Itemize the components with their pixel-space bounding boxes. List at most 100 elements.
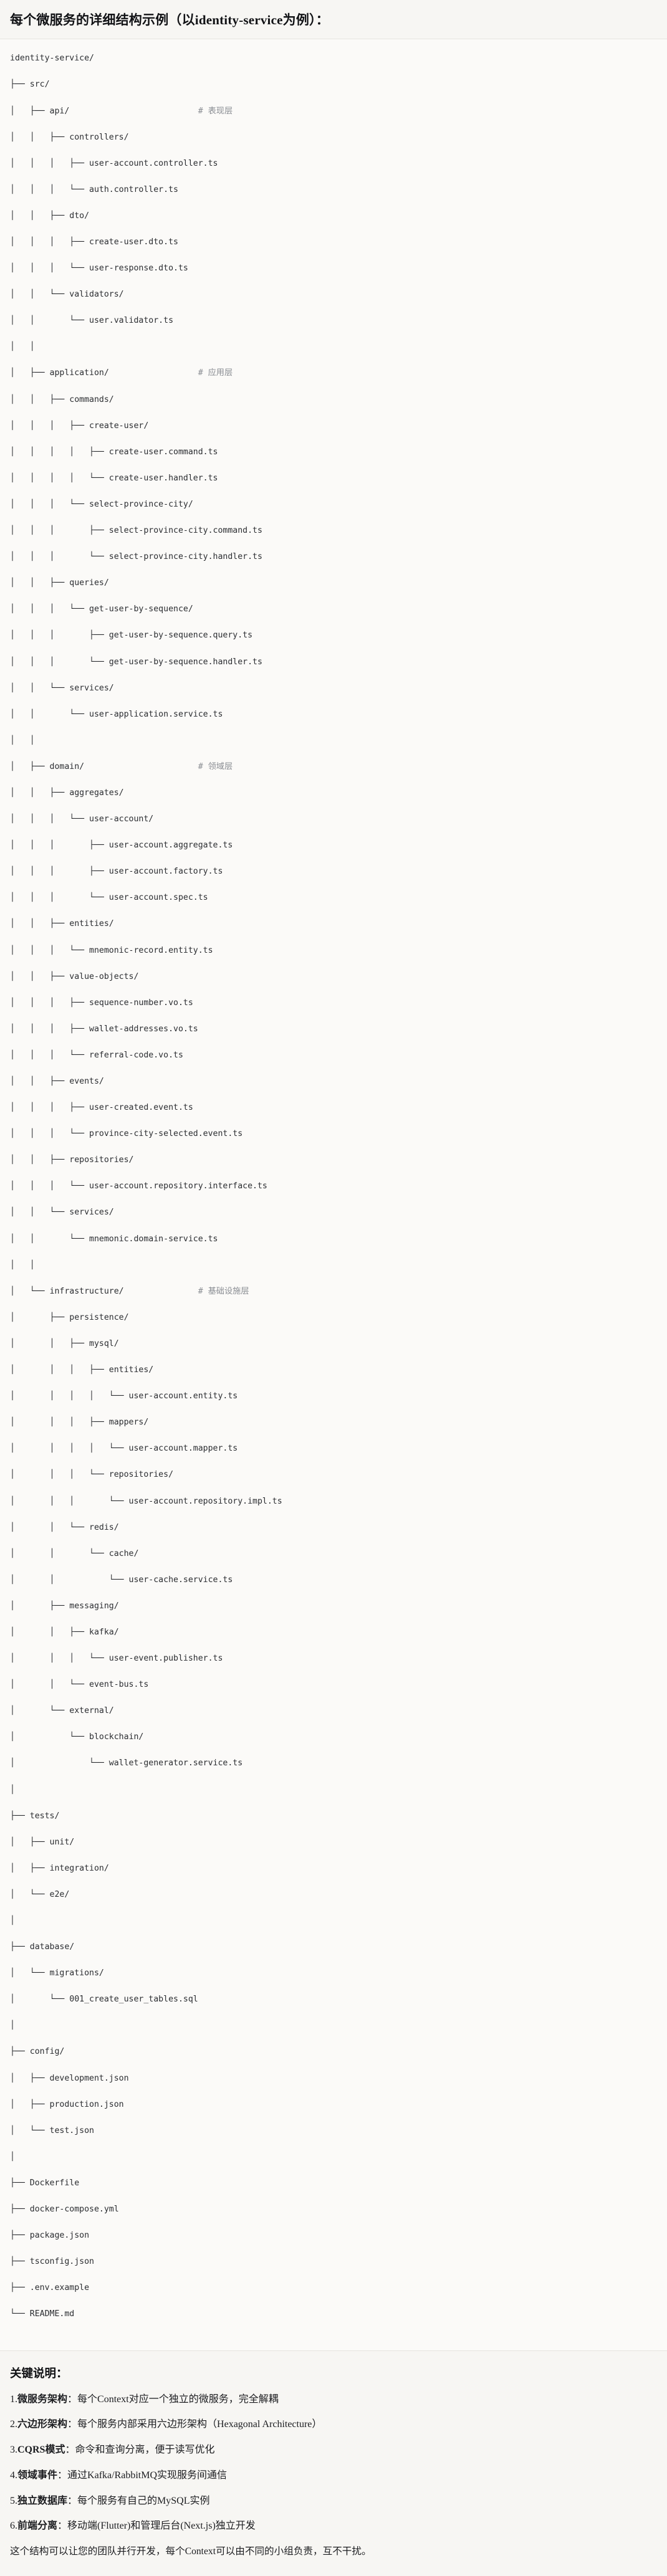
title-section: 每个微服务的详细结构示例（以identity-service为例）： [0,0,667,39]
tree-line: │ │ ├── entities/ [10,917,657,930]
tree-line-text: │ [10,1785,15,1795]
key-note-item: 5.独立数据库：每个服务有自己的MySQL实例 [10,2494,657,2509]
tree-line-text: │ │ ├── events/ [10,1077,104,1086]
key-note-term: 前端分离 [17,2521,57,2531]
tree-line: │ │ ├── commands/ [10,393,657,406]
tree-line-text: │ │ └── user.validator.ts [10,316,173,325]
tree-line-text: │ │ │ └── select-province-city.handler.t… [10,552,262,561]
tree-line: │ │ │ └── get-user-by-sequence/ [10,603,657,616]
tree-line-text: ├── config/ [10,2047,64,2056]
tree-line-text: ├── Dockerfile [10,2178,79,2188]
tree-line: │ │ │ ├── user-created.event.ts [10,1101,657,1114]
tree-line: │ │ │ └── user-account.repository.interf… [10,1180,657,1193]
key-note-term: 六边形架构 [17,2419,67,2430]
tree-line-text: │ │ │ ├── create-user.dto.ts [10,237,178,247]
tree-line: │ │ ├── kafka/ [10,1626,657,1639]
tree-line: │ │ └── user.validator.ts [10,314,657,327]
tree-line: │ │ │ ├── get-user-by-sequence.query.ts [10,629,657,642]
tree-line-text: │ ├── unit/ [10,1838,74,1847]
tree-line-text: │ │ [10,342,35,351]
tree-line: │ ├── application/ # 应用层 [10,366,657,379]
tree-line-text: │ │ [10,1261,35,1270]
tree-line: │ ├── production.json [10,2098,657,2111]
key-note-separator: ： [67,2419,77,2430]
tree-line: │ [10,1914,657,1927]
tree-line-text: └── README.md [10,2309,74,2319]
tree-line-text: │ [10,2152,15,2162]
tree-line: │ ├── domain/ # 领域层 [10,760,657,773]
tree-line: │ └── 001_create_user_tables.sql [10,1993,657,2006]
tree-line-text: │ │ │ ├── mappers/ [10,1418,148,1427]
tree-line: │ │ │ ├── user-account.controller.ts [10,157,657,170]
tree-line: │ │ └── services/ [10,1206,657,1219]
tree-line-text: │ ├── production.json [10,2100,124,2109]
tree-line-text: │ │ └── user-application.service.ts [10,710,223,719]
key-note-number: 3. [10,2445,17,2455]
key-note-description: 每个服务有自己的MySQL实例 [77,2496,209,2506]
tree-line-text: │ │ │ ├── select-province-city.command.t… [10,526,262,535]
tree-line: │ │ │ ├── sequence-number.vo.ts [10,996,657,1009]
tree-line: │ └── external/ [10,1704,657,1717]
tree-comment-spacer [124,1287,198,1296]
tree-line: │ │ │ ├── mappers/ [10,1416,657,1429]
tree-line: │ │ │ ├── entities/ [10,1363,657,1376]
tree-line-text: │ └── e2e/ [10,1890,69,1899]
tree-line-text: │ │ │ └── auth.controller.ts [10,185,178,194]
tree-line-text: identity-service/ [10,54,94,63]
tree-line-text: ├── tsconfig.json [10,2257,94,2266]
tree-line: │ │ │ ├── create-user.dto.ts [10,236,657,249]
tree-line: │ │ └── mnemonic.domain-service.ts [10,1233,657,1246]
tree-line-comment: # 领域层 [198,762,233,771]
key-note-term: 微服务架构 [17,2394,67,2405]
tree-line-text: │ │ │ │ ├── create-user.command.ts [10,447,218,457]
tree-line: │ ├── messaging/ [10,1600,657,1613]
tree-line: │ │ └── user-application.service.ts [10,708,657,721]
tree-line-text: │ │ ├── entities/ [10,919,114,928]
tree-line-text: │ │ [10,736,35,745]
tree-line: │ │ │ ├── select-province-city.command.t… [10,524,657,537]
tree-line: │ │ └── validators/ [10,288,657,301]
tree-line: │ ├── persistence/ [10,1311,657,1324]
tree-line-text: │ │ │ ├── user-account.aggregate.ts [10,841,233,850]
tree-line: │ │ │ └── auth.controller.ts [10,183,657,196]
tree-line: │ │ ├── mysql/ [10,1337,657,1350]
tree-line-text: │ │ │ └── user-account.spec.ts [10,893,208,902]
tree-line-text: │ │ │ ├── get-user-by-sequence.query.ts [10,631,252,640]
tree-line: │ [10,2019,657,2032]
tree-line: identity-service/ [10,52,657,65]
tree-line: │ │ └── event-bus.ts [10,1678,657,1691]
tree-line: │ [10,1783,657,1796]
tree-line: │ │ │ └── referral-code.vo.ts [10,1049,657,1062]
tree-line-text: │ │ └── user-cache.service.ts [10,1575,233,1585]
tree-line-text: │ └── test.json [10,2126,94,2135]
tree-line: │ │ │ └── user-account/ [10,813,657,826]
tree-comment-spacer [69,107,198,116]
tree-line-text: │ ├── domain/ [10,762,84,771]
tree-line: │ │ ├── controllers/ [10,131,657,144]
tree-line: │ └── test.json [10,2124,657,2137]
tree-line-text: │ ├── integration/ [10,1864,109,1873]
tree-line-text: │ │ │ ├── entities/ [10,1365,153,1375]
key-note-term: CQRS模式 [17,2445,65,2455]
tree-line-text: │ └── external/ [10,1706,114,1715]
tree-line: │ ├── api/ # 表现层 [10,105,657,118]
key-notes-heading: 关键说明： [10,2365,657,2381]
tree-line: │ └── infrastructure/ # 基础设施层 [10,1285,657,1298]
key-note-item: 1.微服务架构：每个Context对应一个独立的微服务，完全解耦 [10,2392,657,2408]
tree-line-text: │ │ │ │ └── user-account.mapper.ts [10,1444,238,1453]
key-note-separator: ： [65,2445,75,2455]
tree-line: │ ├── integration/ [10,1862,657,1875]
tree-line-text: │ │ │ └── province-city-selected.event.t… [10,1129,242,1138]
directory-tree: identity-service/ ├── src/ │ ├── api/ # … [10,52,657,2334]
tree-line: │ │ ├── queries/ [10,576,657,589]
tree-line-text: │ [10,2021,15,2030]
directory-tree-block: identity-service/ ├── src/ │ ├── api/ # … [0,39,667,2350]
tree-line: │ │ │ │ └── user-account.entity.ts [10,1390,657,1403]
page-title: 每个微服务的详细结构示例（以identity-service为例）： [10,11,657,29]
tree-line-text: ├── database/ [10,1942,74,1952]
tree-line: │ │ │ └── user-event.publisher.ts [10,1652,657,1665]
tree-line-text: │ │ │ │ └── user-account.entity.ts [10,1391,238,1401]
